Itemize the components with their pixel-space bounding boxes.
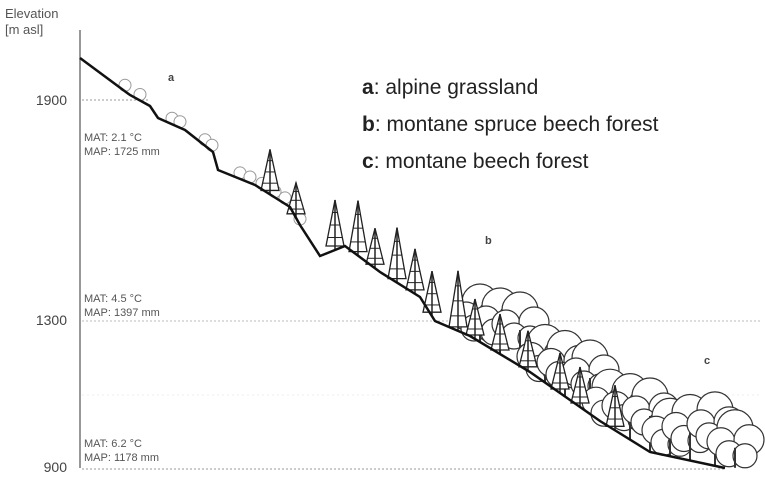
tick-900: 900 — [43, 459, 67, 475]
mat-low: MAT: 6.2 °C — [84, 438, 142, 450]
axis-label-line1: Elevation — [5, 6, 59, 21]
tick-1300: 1300 — [35, 312, 67, 328]
zone-label-c: c — [704, 355, 711, 367]
tick-1900: 1900 — [35, 92, 67, 108]
beech-tree-icon — [732, 443, 758, 469]
map-low: MAP: 1178 mm — [84, 452, 159, 464]
zone-label-a: a — [168, 72, 175, 84]
legend-text: : montane spruce beech forest — [374, 113, 659, 136]
legend-text: : alpine grassland — [373, 76, 539, 99]
legend-key: a — [362, 76, 374, 99]
legend-b: b: montane spruce beech forest — [362, 113, 659, 137]
map-high: MAP: 1725 mm — [84, 146, 160, 158]
mat-mid: MAT: 4.5 °C — [84, 293, 142, 305]
legend-text: : montane beech forest — [373, 150, 589, 173]
axis-label: Elevation [m asl] — [5, 6, 58, 38]
legend-key: c — [362, 150, 374, 173]
climate-low: MAT: 6.2 °C MAP: 1178 mm — [84, 437, 159, 465]
legend-c: c: montane beech forest — [362, 150, 589, 174]
axis-label-line2: [m asl] — [5, 22, 44, 37]
vegetation — [118, 78, 765, 469]
legend-key: b — [362, 113, 375, 136]
climate-mid: MAT: 4.5 °C MAP: 1397 mm — [84, 292, 160, 320]
map-mid: MAP: 1397 mm — [84, 307, 160, 319]
legend-a: a: alpine grassland — [362, 76, 538, 100]
mat-high: MAT: 2.1 °C — [84, 132, 142, 144]
climate-high: MAT: 2.1 °C MAP: 1725 mm — [84, 131, 160, 159]
zone-label-b: b — [485, 235, 492, 247]
slope-profile — [79, 56, 726, 470]
